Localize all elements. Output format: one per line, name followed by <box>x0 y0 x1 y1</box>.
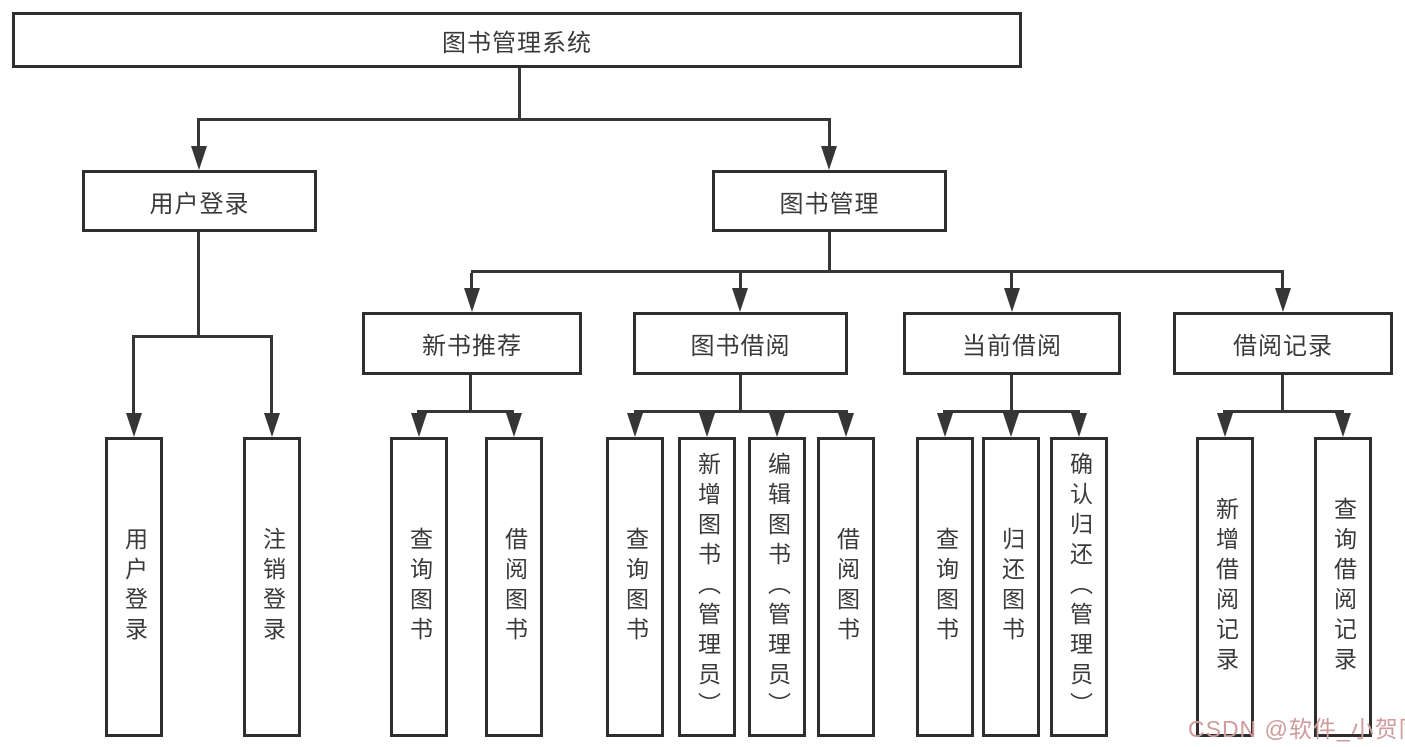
node-new-book-recommend: 新书推荐 <box>362 312 582 375</box>
arrow-down-icon <box>191 146 207 170</box>
connector-stem <box>828 121 831 147</box>
node-user-login: 用户登录 <box>82 170 317 232</box>
arrow-down-icon <box>627 413 643 437</box>
leaf-return-book: 归还图书 <box>982 437 1040 737</box>
leaf-label: 注销登录 <box>259 527 286 647</box>
connector-stem <box>197 121 200 147</box>
leaf-label: 查询图书 <box>932 527 959 647</box>
connector-stem <box>828 232 831 273</box>
connector-stem <box>470 273 473 291</box>
arrow-down-icon <box>1003 413 1019 437</box>
leaf-query-book-current: 查询图书 <box>916 437 974 737</box>
node-label: 用户登录 <box>149 190 250 218</box>
leaf-logout: 注销登录 <box>243 437 301 737</box>
leaf-query-book-borrowing: 查询图书 <box>606 437 664 737</box>
connector-rail <box>417 410 514 413</box>
arrow-down-icon <box>1004 288 1020 312</box>
leaf-query-borrow-record: 查询借阅记录 <box>1314 437 1372 737</box>
node-label: 新书推荐 <box>422 333 522 360</box>
node-current-borrowing: 当前借阅 <box>903 312 1121 375</box>
arrow-down-icon <box>411 413 427 437</box>
leaf-borrow-book: 借阅图书 <box>817 437 875 737</box>
node-label: 当前借阅 <box>962 333 1062 360</box>
connector-rail <box>132 335 273 338</box>
leaf-label: 借阅图书 <box>501 527 528 647</box>
leaf-label: 用户登录 <box>121 527 148 647</box>
arrow-down-icon <box>838 413 854 437</box>
connector-stem <box>270 338 273 415</box>
node-book-management: 图书管理 <box>712 170 947 232</box>
leaf-label: 查询图书 <box>622 527 649 647</box>
connector-root-stem <box>518 68 521 121</box>
node-label: 图书管理系统 <box>442 29 592 57</box>
leaf-label: 确认归还（管理员） <box>1066 452 1093 722</box>
leaf-label: 查询图书 <box>406 527 433 647</box>
arrow-down-icon <box>732 288 748 312</box>
connector-stem <box>197 232 200 338</box>
arrow-down-icon <box>769 413 785 437</box>
arrow-down-icon <box>1275 288 1291 312</box>
connector-rail <box>1223 410 1344 413</box>
watermark: CSDN @软件_小贺同学 <box>1188 716 1405 742</box>
connector-stem <box>132 338 135 415</box>
node-label: 借阅记录 <box>1233 333 1333 360</box>
arrow-down-icon <box>506 413 522 437</box>
leaf-label: 借阅图书 <box>833 527 860 647</box>
connector-stem <box>739 273 742 291</box>
leaf-label: 新增图书（管理员） <box>694 452 721 722</box>
connector-stem <box>1010 273 1013 291</box>
arrow-down-icon <box>821 146 837 170</box>
arrow-down-icon <box>464 288 480 312</box>
node-book-borrowing: 图书借阅 <box>633 312 848 375</box>
connector-stem <box>1281 273 1284 291</box>
leaf-borrow-book-recommend: 借阅图书 <box>485 437 543 737</box>
arrow-down-icon <box>699 413 715 437</box>
connector-rail <box>634 410 848 413</box>
leaf-add-book-admin: 新增图书（管理员） <box>678 437 736 737</box>
leaf-label: 归还图书 <box>998 527 1025 647</box>
connector-level1-rail <box>197 118 831 121</box>
node-borrow-records: 借阅记录 <box>1173 312 1393 375</box>
leaf-label: 新增借阅记录 <box>1212 497 1239 677</box>
connector-rail <box>943 410 1080 413</box>
arrow-down-icon <box>1335 413 1351 437</box>
leaf-query-book-recommend: 查询图书 <box>390 437 448 737</box>
connector-stem <box>1010 375 1013 413</box>
leaf-user-login: 用户登录 <box>105 437 163 737</box>
connector-stem <box>739 375 742 413</box>
node-system-root: 图书管理系统 <box>12 12 1022 68</box>
connector-stem <box>469 375 472 413</box>
arrow-down-icon <box>937 413 953 437</box>
node-label: 图书管理 <box>779 190 880 218</box>
leaf-edit-book-admin: 编辑图书（管理员） <box>748 437 806 737</box>
leaf-add-borrow-record: 新增借阅记录 <box>1196 437 1254 737</box>
arrow-down-icon <box>126 413 142 437</box>
arrow-down-icon <box>1217 413 1233 437</box>
leaf-label: 查询借阅记录 <box>1330 497 1357 677</box>
leaf-label: 编辑图书（管理员） <box>764 452 791 722</box>
node-label: 图书借阅 <box>690 333 791 360</box>
arrow-down-icon <box>1071 413 1087 437</box>
connector-level2-rail <box>471 270 1284 273</box>
leaf-confirm-return-admin: 确认归还（管理员） <box>1050 437 1108 737</box>
connector-stem <box>1281 375 1284 413</box>
arrow-down-icon <box>264 413 280 437</box>
